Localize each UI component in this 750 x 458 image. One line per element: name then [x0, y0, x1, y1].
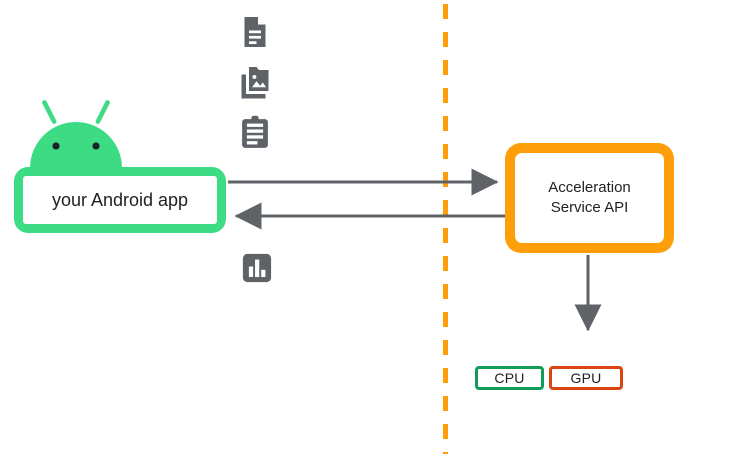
process-boundary-divider: [443, 4, 448, 454]
android-eye-right: [92, 142, 100, 150]
images-icon: [241, 67, 269, 99]
cpu-box[interactable]: CPU: [475, 366, 544, 390]
bar-chart-icon: [242, 253, 272, 283]
acceleration-service-api-label-line-2: Service API: [550, 199, 629, 216]
your-android-app-label: your Android app: [51, 189, 189, 210]
gpu-label: GPU: [570, 370, 602, 386]
android-eye-left: [52, 142, 60, 150]
your-android-app-box[interactable]: your Android app: [14, 167, 226, 233]
gpu-box[interactable]: GPU: [549, 366, 623, 390]
acceleration-service-api-label-line-1: Acceleration: [548, 179, 631, 196]
acceleration-service-api-box[interactable]: Acceleration Service API: [505, 143, 674, 253]
clipboard-icon: [242, 115, 268, 148]
document-icon: [244, 17, 266, 47]
acceleration-service-api-box-inner: Acceleration Service API: [515, 153, 664, 243]
android-robot-icon: [30, 100, 122, 168]
cpu-label: CPU: [494, 370, 525, 386]
your-android-app-box-inner: your Android app: [23, 176, 217, 224]
